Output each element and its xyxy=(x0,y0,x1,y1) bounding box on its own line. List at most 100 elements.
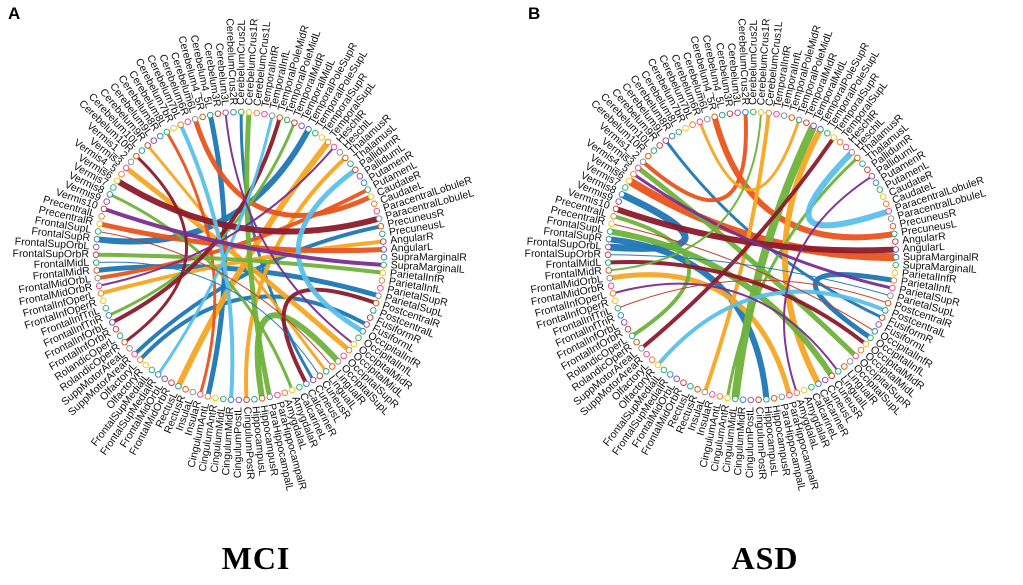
connection-link xyxy=(97,252,382,275)
region-node xyxy=(622,184,629,191)
region-node xyxy=(609,290,617,297)
region-label: FrontalMidR xyxy=(544,265,603,283)
region-node xyxy=(364,186,372,193)
region-node xyxy=(859,160,866,167)
connection-link xyxy=(148,146,326,371)
region-node xyxy=(366,314,374,321)
region-node xyxy=(606,274,613,282)
region-node xyxy=(318,134,326,141)
region-node xyxy=(103,198,110,205)
region-node xyxy=(891,230,898,238)
region-node xyxy=(170,124,177,132)
region-node xyxy=(360,179,368,187)
connection-link xyxy=(98,261,319,374)
region-node xyxy=(620,319,628,326)
region-node xyxy=(372,299,380,307)
region-node xyxy=(227,396,235,403)
region-node xyxy=(214,110,222,117)
region-label: FrontalSupOrbL xyxy=(14,236,89,253)
region-node xyxy=(100,205,108,213)
region-node xyxy=(834,368,842,375)
region-node xyxy=(604,251,612,259)
region-node xyxy=(212,394,219,402)
region-node xyxy=(274,391,281,399)
connection-link xyxy=(638,167,856,357)
region-node xyxy=(312,129,319,137)
region-node xyxy=(884,299,892,307)
region-node xyxy=(355,334,362,342)
region-node xyxy=(703,115,711,123)
connection-link xyxy=(125,156,188,342)
connection-link xyxy=(641,138,835,349)
region-label: AngularL xyxy=(391,241,434,255)
region-node xyxy=(94,274,101,282)
region-node xyxy=(182,386,189,393)
region-node xyxy=(122,164,130,172)
connection-link xyxy=(699,121,800,192)
region-label: SupraMarginalL xyxy=(390,259,465,276)
region-node xyxy=(219,395,227,403)
region-node xyxy=(363,321,370,328)
region-node xyxy=(606,228,614,235)
region-node xyxy=(687,382,694,390)
region-label: CingulumPostL xyxy=(744,407,757,478)
region-node xyxy=(106,191,114,198)
region-node xyxy=(660,366,668,374)
region-node xyxy=(148,366,156,374)
region-node xyxy=(305,126,312,133)
region-node xyxy=(144,142,151,149)
region-label: CingulumPostL xyxy=(232,407,245,478)
region-node xyxy=(168,379,175,386)
region-label: AngularL xyxy=(903,241,946,255)
region-node xyxy=(624,325,632,333)
region-node xyxy=(654,361,662,369)
region-node xyxy=(682,124,689,132)
region-node xyxy=(177,121,184,129)
region-label: CerebelumCrus2R xyxy=(735,18,751,106)
region-node xyxy=(92,259,100,266)
region-node xyxy=(222,109,229,116)
region-node xyxy=(673,375,680,383)
connection-link xyxy=(726,158,857,397)
region-node xyxy=(887,215,895,222)
region-node xyxy=(380,246,388,253)
region-node xyxy=(380,238,387,245)
region-node xyxy=(253,109,261,117)
region-node xyxy=(379,230,386,238)
region-node xyxy=(379,269,387,277)
region-label: FrontalMidR xyxy=(32,265,91,283)
region-node xyxy=(696,118,704,126)
region-node xyxy=(668,132,676,140)
region-label: CerebelumCrus2L xyxy=(747,20,760,105)
region-node xyxy=(99,297,107,305)
region-node xyxy=(322,368,330,375)
region-node xyxy=(711,113,718,121)
region-label: FrontalMidL xyxy=(546,257,602,272)
mci-connectome-panel: PrecentralLPrecentralRFrontalSupLFrontal… xyxy=(12,18,475,493)
region-label: SupraMarginalR xyxy=(391,251,467,264)
region-node xyxy=(625,177,633,184)
region-node xyxy=(92,251,100,259)
region-node xyxy=(110,184,117,191)
region-node xyxy=(867,334,874,342)
region-node xyxy=(808,383,815,391)
region-node xyxy=(118,170,125,178)
region-node xyxy=(116,332,124,340)
connection-link xyxy=(620,279,886,308)
connection-link xyxy=(111,194,293,389)
region-label: AngularR xyxy=(902,230,947,246)
region-label: FrontalSupOrbR xyxy=(12,248,89,261)
region-node xyxy=(841,363,848,370)
connection-link xyxy=(116,179,380,235)
region-node xyxy=(330,143,338,151)
region-node xyxy=(605,243,612,251)
region-node xyxy=(643,350,650,358)
region-node xyxy=(882,200,890,208)
region-node xyxy=(731,395,739,403)
region-node xyxy=(316,372,324,380)
region-node xyxy=(94,228,102,235)
region-node xyxy=(879,193,887,200)
region-node xyxy=(739,396,747,403)
panel-a-letter: A xyxy=(8,4,21,23)
